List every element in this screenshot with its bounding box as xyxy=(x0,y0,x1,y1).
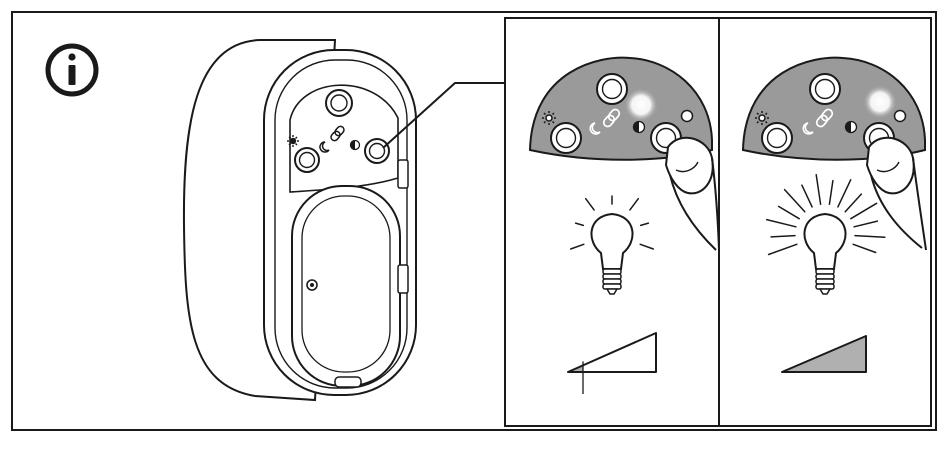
bottom-latch xyxy=(335,377,361,387)
zoom-knob-top xyxy=(810,74,840,104)
led-glow xyxy=(624,88,658,122)
zoom-knob-left xyxy=(762,123,792,153)
led-indicator xyxy=(682,111,693,122)
knob-left xyxy=(295,148,319,172)
side-clip-upper xyxy=(398,160,408,188)
sensor-device xyxy=(184,40,416,400)
zoom-knob-left xyxy=(551,123,581,153)
half-moon-icon xyxy=(351,141,360,150)
knob-right xyxy=(365,139,389,163)
side-clip-lower xyxy=(398,265,408,293)
info-icon xyxy=(48,46,96,94)
led-glow xyxy=(863,85,897,119)
zoom-knob-top xyxy=(597,74,627,104)
half-moon-icon xyxy=(634,122,645,133)
led-indicator xyxy=(895,111,906,122)
knob-top xyxy=(326,90,352,116)
half-moon-icon xyxy=(846,122,857,133)
